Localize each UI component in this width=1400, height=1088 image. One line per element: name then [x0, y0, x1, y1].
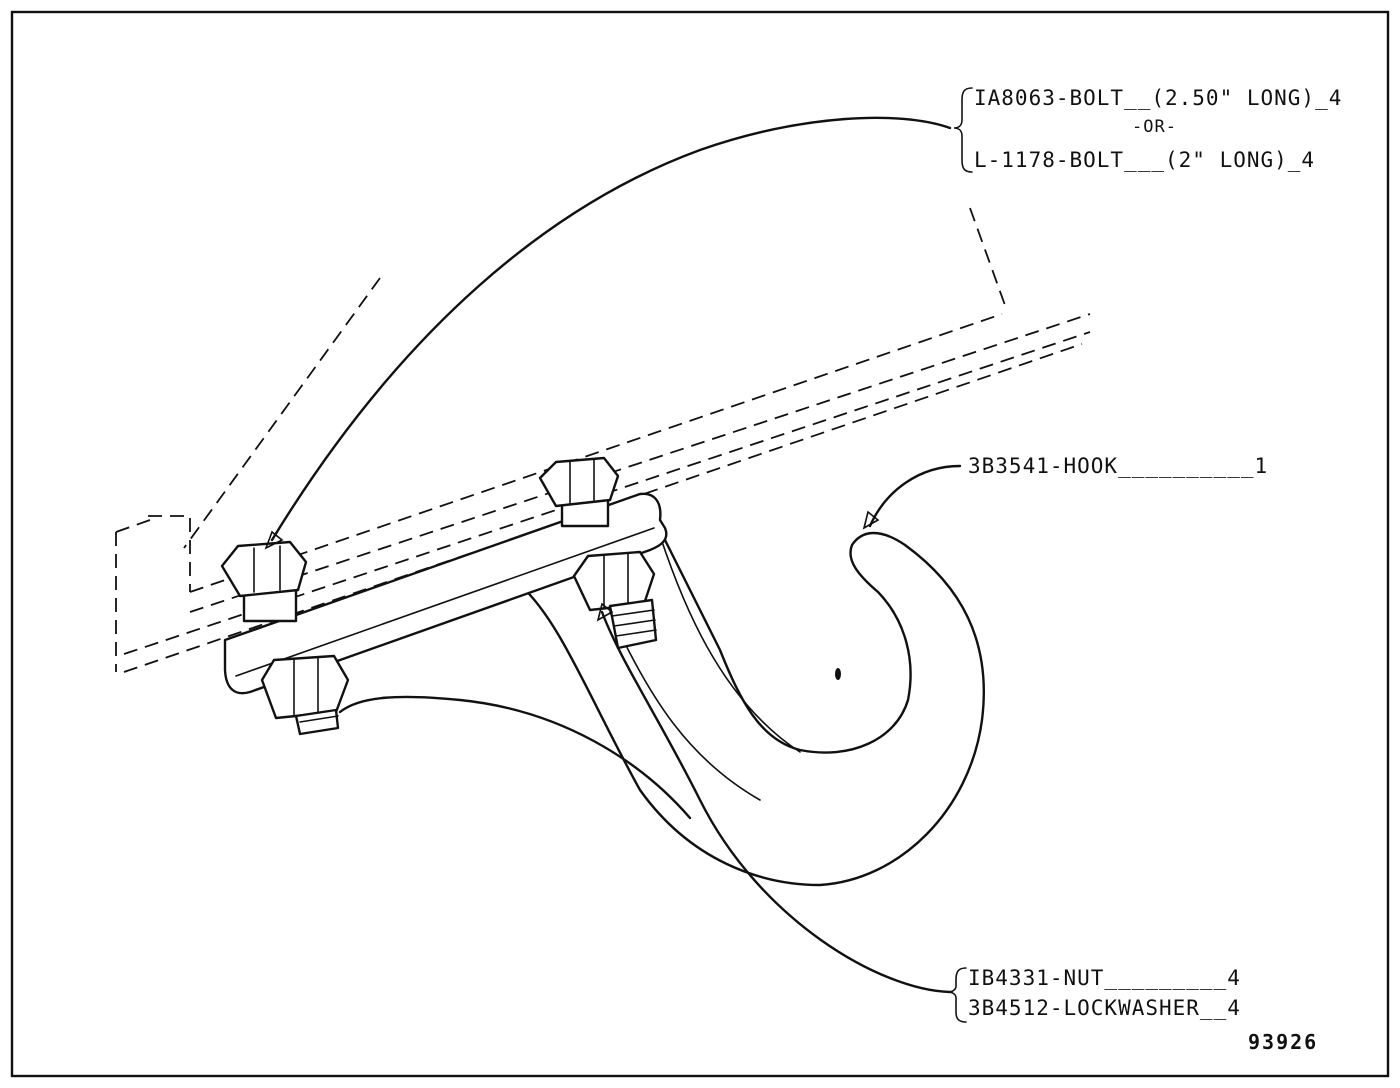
callout-nut: IB4331-NUT_________4: [968, 966, 1241, 990]
callout-bolt-a: IA8063-BOLT__(2.50" LONG)_4: [974, 86, 1343, 110]
callout-bolt-b: L-1178-BOLT___(2" LONG)_4: [974, 148, 1316, 172]
callout-bolt-or: -OR-: [1132, 117, 1177, 137]
brace-nut: [947, 967, 967, 1023]
border-frame: [10, 10, 1390, 1078]
bolt-left-top: [220, 540, 308, 623]
leader-lines: [264, 116, 962, 994]
hook-mark: [835, 668, 841, 680]
nut-left-bottom: [260, 654, 350, 736]
figure-number: 93926: [1248, 1030, 1319, 1054]
nut-right-bottom: [572, 550, 658, 650]
mounting-plate: [223, 492, 668, 695]
callout-hook: 3B3541-HOOK__________1: [968, 454, 1269, 478]
bolt-right-top: [538, 456, 620, 528]
brace-bolt: [953, 87, 973, 173]
callout-lockwasher: 3B4512-LOCKWASHER__4: [968, 996, 1241, 1020]
